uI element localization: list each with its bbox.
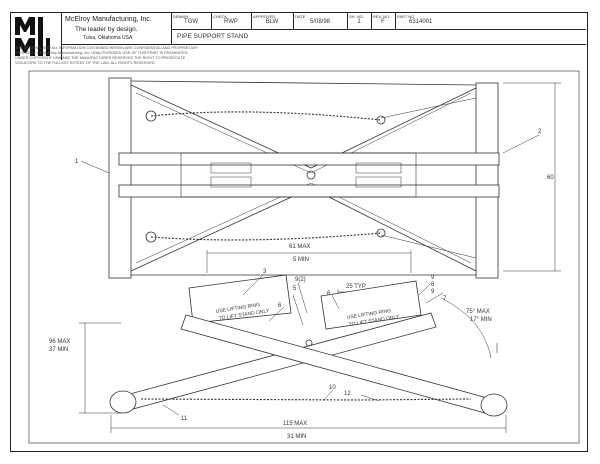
right-leg — [475, 82, 499, 279]
lower-center-beam — [118, 184, 500, 198]
right-foot — [480, 393, 508, 417]
chain-hook-icon — [145, 110, 157, 122]
cross-brace-inner — [135, 92, 472, 264]
chain-hook-icon — [145, 231, 157, 243]
dimension-span — [206, 250, 412, 273]
drawing-title: PIPE SUPPORT STAND — [177, 33, 249, 40]
cell-label: PART NO. — [397, 14, 416, 19]
leg-b — [180, 314, 492, 414]
cell-part-no: PART NO. 6314001 — [395, 13, 585, 29]
carriage-detail — [355, 162, 402, 174]
dimension-angle-max: 75° MAX — [466, 309, 490, 315]
cell-sheet-no: SH. NO. 1 — [347, 13, 372, 29]
callout-9: 9 — [431, 275, 435, 281]
chain-upper — [150, 111, 382, 121]
drawing-title-cell: PIPE SUPPORT STAND — [171, 29, 586, 45]
mm-logo-icon — [11, 13, 61, 60]
leader-line — [80, 160, 110, 174]
callout-9: 9 — [431, 289, 435, 295]
chain-lower — [150, 232, 382, 241]
dimension-typ-label: 25 TYP — [346, 284, 366, 290]
callout-8: 8 — [431, 282, 435, 288]
dimension-span-min: 5 MIN — [293, 257, 309, 263]
lifting-ring-icon — [305, 339, 313, 347]
dimension-60 — [503, 82, 561, 272]
cell-value: 5/08/98 — [309, 19, 331, 25]
upper-center-beam — [118, 152, 500, 166]
cell-label: REV. NO. — [373, 14, 391, 19]
dimension-height-top: 60 — [547, 175, 554, 181]
callout-11: 11 — [181, 416, 188, 422]
cell-label: APPROVED — [253, 14, 276, 19]
callout-7: 7 — [443, 296, 447, 302]
right-top-rail — [320, 280, 422, 330]
notice-line: THE DESIGNS, AND ALL INFORMATION CONTAIN… — [15, 46, 199, 50]
cell-value: F — [381, 19, 385, 25]
chain-tail — [380, 97, 477, 259]
pivot-point-icon — [306, 170, 316, 180]
cell-date: DATE 5/08/98 — [293, 13, 348, 29]
notice-line: UNDER COPYRIGHT LAW AND THE MANUFACTURER… — [15, 56, 186, 60]
carriage-detail — [210, 176, 252, 188]
dimension-height — [79, 322, 121, 414]
callout-3: 3 — [263, 269, 267, 275]
side-chain — [140, 398, 472, 401]
cell-label: DATE — [295, 14, 306, 19]
cell-value: BLW — [265, 19, 279, 25]
cell-approved: APPROVED BLW — [251, 13, 294, 29]
cell-value: 6314001 — [409, 19, 433, 25]
leader-line — [162, 274, 444, 416]
dimension-span-max: 61 MAX — [289, 244, 310, 250]
dimension-width — [110, 415, 507, 433]
drawing-border — [28, 70, 580, 444]
cell-check: CHECK RWP — [211, 13, 252, 29]
dimension-height-min: 37 MIN — [49, 347, 68, 353]
leg-a — [125, 312, 437, 410]
chain-hook-icon — [376, 115, 386, 125]
side-view — [79, 250, 508, 433]
cell-label: DRAWN — [173, 14, 188, 19]
cell-value: TGW — [184, 19, 198, 25]
callout-1: 1 — [75, 159, 79, 165]
callout-12: 12 — [344, 391, 351, 397]
company-location: Tulsa, Oklahoma USA — [83, 35, 133, 41]
title-block-cells: DRAWN TGW CHECK RWP APPROVED BLW DATE 5/… — [171, 13, 586, 30]
cell-value: RWP — [224, 19, 238, 25]
dimension-height-max: 96 MAX — [49, 339, 70, 345]
cell-label: CHECK — [213, 14, 228, 19]
top-view — [80, 77, 561, 279]
cell-value: 1 — [357, 19, 361, 25]
left-top-rail — [188, 274, 292, 324]
dimension-angle-min: 17° MIN — [470, 317, 492, 323]
carriage-detail — [355, 176, 402, 188]
company-slogan: The leader by design. — [75, 26, 138, 33]
cell-label: SH. NO. — [349, 14, 364, 19]
cell-rev-no: REV. NO. F — [371, 13, 396, 29]
center-carriage — [180, 152, 417, 198]
callout-9-2: 9(2) — [295, 277, 306, 283]
technical-drawing: 1 2 60 — [28, 70, 580, 444]
proprietary-notice: THE DESIGNS, AND ALL INFORMATION CONTAIN… — [15, 46, 240, 66]
company-name: McElroy Manufacturing, Inc. — [65, 16, 152, 23]
left-foot — [109, 390, 137, 414]
notice-line: VIOLATORS TO THE FULLEST EXTENT OF THE L… — [15, 61, 156, 65]
callout-6: 6 — [327, 291, 331, 297]
dimension-width-min: 31 MIN — [287, 434, 306, 440]
dimension-width-max: 115 MAX — [283, 421, 307, 427]
title-block: McElroy Manufacturing, Inc. The leader b… — [11, 13, 586, 60]
callout-10: 10 — [329, 385, 336, 391]
cell-drawn: DRAWN TGW — [171, 13, 212, 29]
company-logo — [11, 13, 62, 60]
dimension-angle — [440, 297, 492, 359]
carriage-detail — [210, 162, 252, 174]
leader-line — [502, 134, 540, 154]
drawing-sheet: McElroy Manufacturing, Inc. The leader b… — [10, 12, 588, 452]
chain-hook-icon — [376, 228, 386, 238]
left-leg — [108, 77, 132, 279]
callout-6: 6 — [278, 303, 282, 309]
callout-5: 5 — [293, 286, 297, 292]
top-frame-edge — [130, 80, 477, 276]
callout-2: 2 — [538, 129, 542, 135]
notice-line: PROPERTY OF McElroy Manufacturing, Inc. … — [15, 51, 188, 55]
